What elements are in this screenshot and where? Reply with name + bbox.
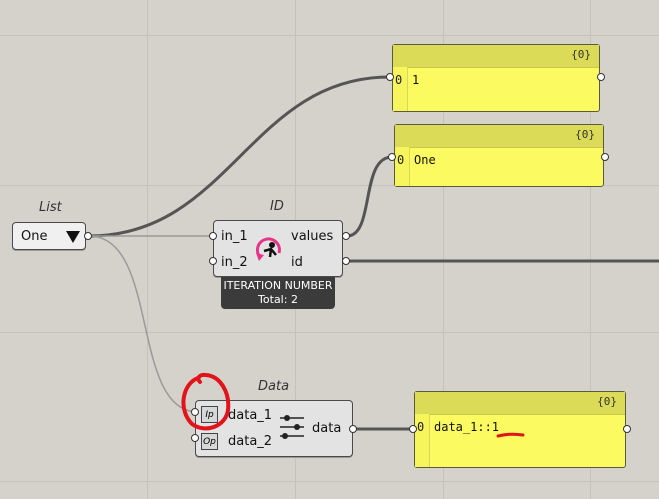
output-param-icon[interactable]: Op [201, 433, 218, 450]
panel-index-gutter [395, 147, 410, 186]
panel-1-output-grip[interactable] [597, 73, 605, 81]
wire-list-to-data1 [88, 235, 199, 413]
panel-3-output-grip[interactable] [623, 425, 631, 433]
panel-1[interactable]: {0} 0 1 [392, 44, 600, 112]
grid-line [147, 0, 148, 499]
grid-line [0, 185, 659, 186]
wire-values-to-panel2 [346, 155, 393, 238]
input-param-icon[interactable]: Ip [201, 406, 218, 423]
id-in1-grip[interactable] [209, 232, 217, 240]
iteration-badge: ITERATION NUMBER Total: 2 [221, 277, 335, 309]
panel-value: One [414, 153, 436, 167]
iteration-badge-total: Total: 2 [258, 293, 298, 306]
iteration-icon [255, 237, 281, 261]
grid-line [443, 0, 444, 499]
list-title: List [39, 200, 62, 215]
panel-header: {0} [415, 392, 625, 415]
red-circle-annotation [181, 372, 231, 431]
panel-index: 0 [395, 73, 403, 87]
red-underline-annotation [496, 432, 525, 438]
panel-header: {0} [393, 45, 599, 68]
port-data-out: data [312, 421, 342, 436]
port-in-1: in_1 [221, 229, 248, 244]
dropdown-arrow-icon[interactable] [65, 230, 81, 244]
list-value-list[interactable]: One [12, 222, 86, 250]
data-component[interactable]: Ip Op data_1 data_2 data [195, 400, 353, 457]
output-param-icon-label: Op [203, 437, 216, 447]
panel-3[interactable]: {0} 0 data_1::1 [414, 391, 626, 468]
panel-index-gutter [415, 414, 430, 467]
panel-2-input-grip[interactable] [388, 153, 396, 161]
grid-line [0, 481, 659, 482]
port-in-2: in_2 [221, 255, 248, 270]
id-title: ID [270, 199, 284, 214]
panel-index-gutter [393, 67, 408, 111]
input-param-icon-label: Ip [205, 410, 214, 420]
panel-3-input-grip[interactable] [409, 425, 417, 433]
grid-line [590, 0, 591, 499]
list-output-grip[interactable] [84, 232, 92, 240]
panel-1-input-grip[interactable] [386, 73, 394, 81]
panel-2-output-grip[interactable] [601, 153, 609, 161]
panel-index: 0 [397, 153, 405, 167]
id-component[interactable]: in_1 in_2 values id [213, 220, 343, 277]
port-data-1: data_1 [228, 408, 273, 423]
panel-value: 1 [412, 73, 420, 87]
port-values: values [291, 229, 334, 244]
data-in2-grip[interactable] [191, 434, 199, 442]
port-id: id [291, 255, 303, 270]
grid-line [0, 332, 659, 333]
panel-2[interactable]: {0} 0 One [394, 124, 604, 187]
iteration-badge-title: ITERATION NUMBER [223, 279, 333, 292]
id-in2-grip[interactable] [209, 257, 217, 265]
data-out-grip[interactable] [349, 425, 357, 433]
data-in1-grip[interactable] [191, 408, 199, 416]
wire-list-to-panel1 [88, 75, 391, 238]
port-data-2: data_2 [228, 434, 273, 449]
grid-line [0, 35, 659, 36]
panel-index: 0 [417, 420, 425, 434]
id-id-grip[interactable] [342, 257, 350, 265]
id-values-grip[interactable] [342, 232, 350, 240]
data-title: Data [258, 379, 290, 394]
panel-value: data_1::1 [434, 420, 500, 434]
panel-header: {0} [395, 125, 603, 148]
list-value: One [21, 229, 48, 244]
sliders-icon [280, 415, 304, 439]
